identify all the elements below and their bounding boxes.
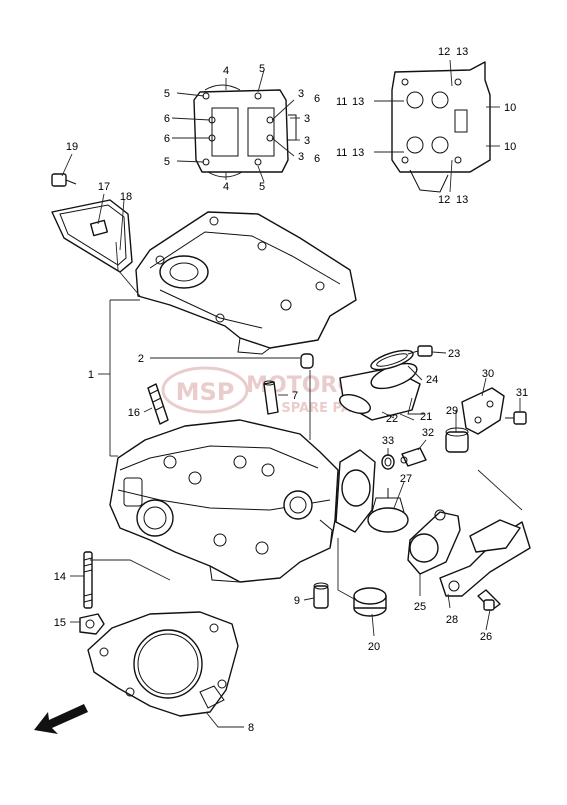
callout-6c: 6	[314, 93, 320, 105]
callout-11b: 11	[336, 147, 347, 159]
callout-5a: 5	[164, 88, 170, 100]
thermostat-27	[367, 488, 409, 533]
dowel-pin-2	[300, 353, 314, 369]
callout-28: 28	[446, 614, 458, 626]
callout-26: 26	[480, 631, 492, 643]
spark-plug-16	[147, 383, 169, 425]
callout-12a: 12	[438, 46, 450, 58]
callout-18: 18	[120, 191, 132, 203]
plug-29	[445, 427, 469, 453]
outlet-housing-28	[439, 519, 531, 597]
callout-21: 21	[420, 411, 432, 423]
callout-4b: 4	[223, 181, 229, 193]
callout-5d: 5	[259, 181, 265, 193]
callout-13c: 13	[352, 147, 364, 159]
cylinder-head	[109, 419, 339, 583]
sensor-32	[400, 447, 427, 467]
o-ring-33	[381, 454, 395, 470]
cap-20	[353, 587, 387, 617]
callout-6a: 6	[164, 113, 170, 125]
callout-13a: 13	[456, 46, 468, 58]
callout-10b: 10	[504, 141, 516, 153]
clamp-24	[370, 349, 414, 371]
watermark-badge: MSP	[176, 378, 235, 406]
nut-15	[79, 613, 105, 635]
callout-32: 32	[422, 427, 434, 439]
callout-31: 31	[516, 387, 528, 399]
callout-8: 8	[248, 722, 254, 734]
callout-12b: 12	[438, 194, 450, 206]
bush-9	[313, 582, 329, 609]
callout-4a: 4	[223, 65, 229, 77]
callout-5b: 5	[259, 63, 265, 75]
callout-24: 24	[426, 374, 438, 386]
cover-gasket	[51, 199, 133, 273]
callout-19: 19	[66, 141, 78, 153]
callout-20: 20	[368, 641, 380, 653]
callout-15: 15	[54, 617, 66, 629]
callout-17: 17	[98, 181, 110, 193]
bolt-26	[477, 589, 501, 611]
callout-16: 16	[128, 407, 140, 419]
callout-11a: 11	[336, 96, 347, 108]
callout-22: 22	[386, 413, 398, 425]
front-direction-arrow-icon	[34, 704, 88, 734]
cylinder-head-gasket	[87, 611, 239, 717]
callout-3b: 3	[304, 113, 310, 125]
callout-9: 9	[294, 595, 300, 607]
inset-head-bottom-view	[391, 61, 491, 193]
bolt-23	[407, 345, 433, 357]
callout-33: 33	[382, 435, 394, 447]
callout-27: 27	[400, 473, 412, 485]
callout-6b: 6	[164, 133, 170, 145]
callout-3c: 3	[304, 135, 310, 147]
callout-1: 1	[88, 369, 94, 381]
intake-pipe	[339, 362, 421, 421]
thermostat-case-25	[335, 449, 461, 575]
stud-bolt-14	[83, 551, 93, 609]
callout-13b: 13	[352, 96, 364, 108]
callout-2: 2	[138, 353, 144, 365]
callout-3d: 3	[298, 151, 304, 163]
callout-6d: 6	[314, 153, 320, 165]
callout-3a: 3	[298, 88, 304, 100]
leader-lines	[61, 59, 521, 728]
callout-14: 14	[54, 571, 66, 583]
bolt-19	[51, 173, 77, 187]
callout-10a: 10	[504, 102, 516, 114]
bolt-31	[505, 411, 527, 425]
pipe-7	[263, 380, 279, 415]
callout-30: 30	[482, 368, 494, 380]
callout-29: 29	[446, 405, 458, 417]
callout-13d: 13	[456, 194, 468, 206]
bracket-30	[461, 387, 505, 435]
callout-labels: 1 2 3 3 3 3 4 4 5 5 5 5 6 6 6 6 7 8 9 10…	[54, 46, 528, 734]
watermark-badge-ring	[161, 366, 249, 414]
callout-5c: 5	[164, 156, 170, 168]
callout-23: 23	[448, 348, 460, 360]
callout-25: 25	[414, 601, 426, 613]
inset-head-top-view	[193, 84, 297, 178]
cylinder-head-cover	[135, 211, 357, 355]
callout-7: 7	[292, 390, 298, 402]
assembly-bracket-lines	[90, 241, 523, 601]
